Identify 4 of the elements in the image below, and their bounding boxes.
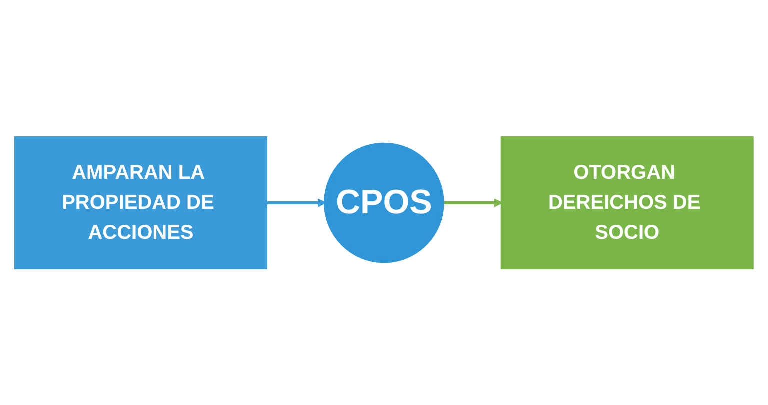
node-box: AMPARAN LA PROPIEDAD DE ACCIONES bbox=[14, 136, 268, 269]
node-circle: CPOS bbox=[324, 142, 444, 263]
arrow bbox=[442, 198, 503, 207]
node-box: OTORGAN DEREICHOS DE SOCIO bbox=[500, 136, 754, 269]
